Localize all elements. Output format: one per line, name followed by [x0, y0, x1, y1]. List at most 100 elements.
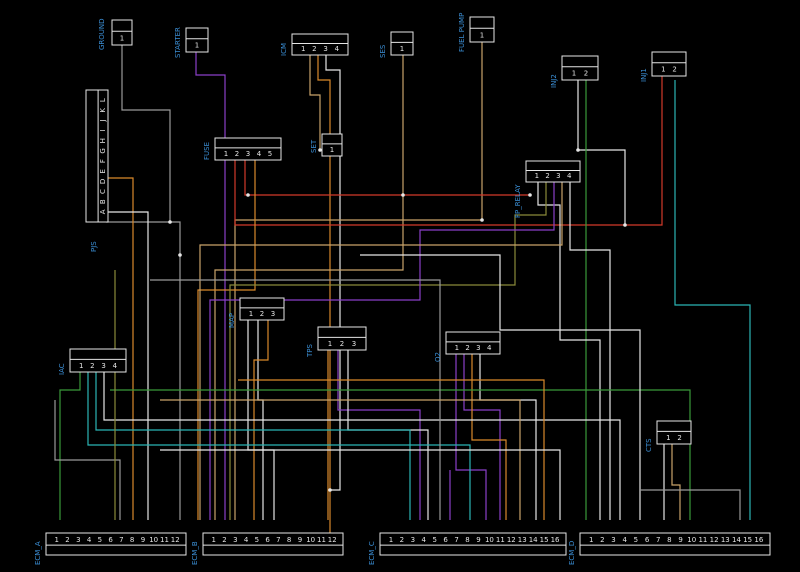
connector-body [579, 532, 771, 556]
wire [238, 379, 545, 520]
pin-label: G [99, 148, 107, 153]
pin-label: 1 [589, 536, 593, 544]
pin-label: 1 [301, 45, 305, 53]
pin-label: 13 [518, 536, 527, 544]
wire [244, 160, 530, 196]
wire [160, 449, 561, 520]
pin-label: 1 [572, 70, 576, 78]
pin-label: 3 [271, 310, 275, 318]
pin-label: 1 [661, 66, 665, 74]
pin-label: 4 [622, 536, 627, 544]
pin-label: 12 [328, 536, 337, 544]
pin-label: 4 [113, 362, 118, 370]
junction-dot [328, 488, 332, 492]
wire [110, 389, 691, 520]
pin-label: 8 [130, 536, 134, 544]
connector-label: ECM_C [368, 541, 376, 565]
pin-label: C [99, 189, 107, 194]
pin-label: 2 [312, 45, 316, 53]
wire [195, 52, 226, 520]
wire [309, 55, 321, 150]
junction-dot [318, 148, 322, 152]
pin-label: 11 [160, 536, 169, 544]
pin-label: 4 [422, 536, 427, 544]
pin-label: 3 [611, 536, 615, 544]
connector-body [561, 55, 599, 81]
connector-body [69, 348, 127, 373]
wire [640, 489, 741, 520]
pin-label: 4 [487, 344, 492, 352]
connector-body [214, 137, 282, 161]
pin-label: 1 [55, 536, 59, 544]
pin-label: 3 [246, 150, 250, 158]
junction-dot [401, 193, 405, 197]
junction-dot [528, 193, 532, 197]
wire [479, 352, 537, 520]
pin-label: 3 [352, 340, 356, 348]
pin-label: 2 [545, 172, 549, 180]
pin-label: 6 [443, 536, 448, 544]
pin-label: B [99, 199, 107, 204]
connector-label: O2 [434, 352, 442, 362]
pin-label: 14 [732, 536, 741, 544]
pin-label: 2 [260, 310, 264, 318]
connector-body [390, 31, 414, 56]
pin-label: 14 [529, 536, 538, 544]
pin-label: 4 [567, 172, 572, 180]
pin-label: E [99, 169, 107, 173]
pin-label: 3 [233, 536, 237, 544]
junction-dot [178, 253, 182, 257]
wire [247, 315, 275, 520]
wire [671, 444, 681, 520]
connector-label: FUSE [203, 142, 211, 160]
connector-label: STARTER [174, 27, 182, 58]
pin-label: 9 [678, 536, 682, 544]
pin-label: 6 [265, 536, 270, 544]
wire [106, 221, 181, 520]
junction-dot [576, 148, 580, 152]
pin-label: 16 [551, 536, 560, 544]
pin-label: 2 [465, 344, 469, 352]
connector-body [202, 532, 344, 556]
pin-label: J [99, 119, 107, 122]
wire [471, 352, 507, 520]
connector-body [111, 19, 133, 46]
pin-label: 3 [76, 536, 80, 544]
connector-body [445, 331, 501, 355]
pin-label: 1 [212, 536, 216, 544]
connector-body [291, 33, 349, 56]
wire [317, 55, 331, 540]
pin-label: 5 [255, 536, 259, 544]
pin-label: 11 [317, 536, 326, 544]
connector-body [651, 51, 687, 77]
pin-label: H [99, 138, 107, 143]
pin-label: 1 [330, 146, 334, 154]
pin-label: 4 [244, 536, 249, 544]
wire [54, 400, 121, 520]
pin-label: D [99, 179, 107, 184]
wire [199, 182, 563, 520]
connector-label: MAP [228, 313, 236, 328]
